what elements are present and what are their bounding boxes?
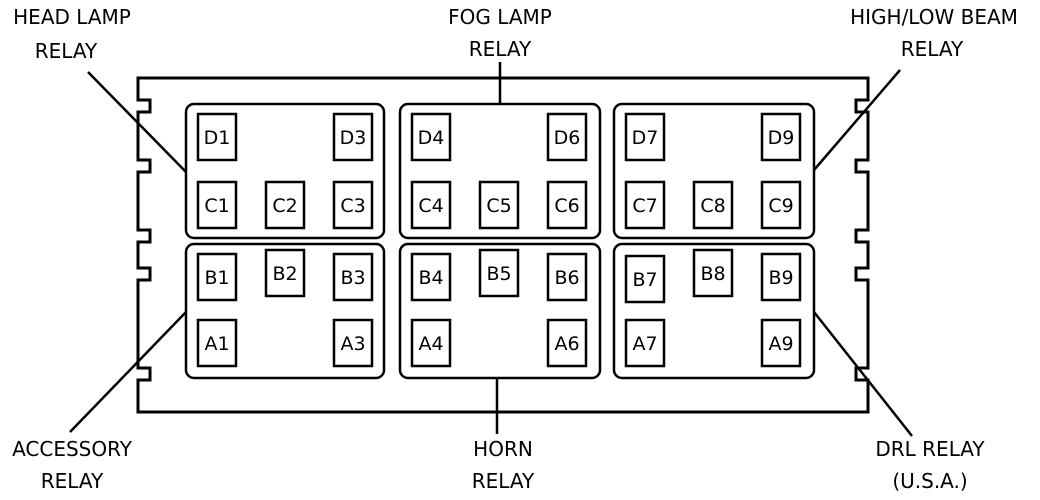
high-low-beam-relay-label-line1: HIGH/LOW BEAM — [850, 5, 1018, 29]
horn-relay-socket — [398, 242, 602, 380]
high-low-beam-relay-socket — [612, 102, 816, 240]
terminal-b4: B4 — [418, 267, 443, 289]
terminal-a7: A7 — [632, 333, 657, 355]
terminal-b2: B2 — [272, 263, 297, 285]
terminal-a6: A6 — [554, 333, 579, 355]
terminal-a3: A3 — [340, 333, 365, 355]
terminal-b8: B8 — [700, 263, 725, 285]
head-lamp-leader-line — [87, 71, 187, 173]
terminal-d4: D4 — [418, 127, 445, 149]
drl-relay-label-line2: (U.S.A.) — [892, 469, 967, 493]
terminal-c1: C1 — [204, 195, 229, 217]
terminal-d6: D6 — [554, 127, 581, 149]
terminal-c3: C3 — [340, 195, 365, 217]
terminal-b1: B1 — [204, 267, 229, 289]
terminal-d3: D3 — [340, 127, 367, 149]
accessory-leader-line — [69, 311, 187, 433]
terminal-b5: B5 — [486, 263, 511, 285]
terminal-c6: C6 — [554, 195, 579, 217]
terminal-c9: C9 — [768, 195, 793, 217]
drl-relay-label-line1: DRL RELAY — [875, 437, 985, 461]
head-lamp-relay-label-line1: HEAD LAMP — [13, 5, 131, 29]
terminal-row-a: A1 A3 A4 A6 A7 A9 — [196, 318, 802, 368]
terminal-d7: D7 — [632, 127, 659, 149]
terminal-c2: C2 — [272, 195, 297, 217]
terminal-a1: A1 — [204, 333, 229, 355]
terminal-a4: A4 — [418, 333, 443, 355]
terminal-b6: B6 — [554, 267, 579, 289]
terminal-row-b: B1 B2 B3 B4 B5 B6 B7 B8 B9 — [196, 248, 802, 304]
terminal-d9: D9 — [768, 127, 795, 149]
fog-lamp-relay-label-line2: RELAY — [469, 37, 532, 61]
terminal-b3: B3 — [340, 267, 365, 289]
relay-housing — [136, 76, 870, 414]
terminal-b9: B9 — [768, 267, 793, 289]
terminal-a9: A9 — [768, 333, 793, 355]
terminal-c5: C5 — [486, 195, 511, 217]
terminal-d1: D1 — [204, 127, 231, 149]
fog-lamp-relay-socket — [398, 102, 602, 240]
terminal-row-c: C1 C2 C3 C4 C5 C6 C7 C8 C9 — [196, 180, 802, 230]
high-low-beam-leader-line — [813, 69, 901, 171]
head-lamp-relay-label-line2: RELAY — [35, 39, 98, 63]
terminal-c8: C8 — [700, 195, 725, 217]
drl-leader-line — [813, 311, 913, 437]
terminal-row-d: D1 D3 D4 D6 D7 D9 — [196, 112, 802, 162]
horn-relay-label-line2: RELAY — [472, 469, 535, 493]
head-lamp-relay-socket — [184, 102, 386, 240]
terminal-c7: C7 — [632, 195, 657, 217]
terminal-b7: B7 — [632, 269, 657, 291]
accessory-relay-socket — [184, 242, 386, 380]
fog-lamp-relay-label-line1: FOG LAMP — [448, 5, 552, 29]
horn-relay-label-line1: HORN — [473, 437, 533, 461]
accessory-relay-label-line1: ACCESSORY — [12, 437, 133, 461]
accessory-relay-label-line2: RELAY — [41, 469, 104, 493]
terminal-c4: C4 — [418, 195, 443, 217]
high-low-beam-relay-label-line2: RELAY — [901, 37, 964, 61]
drl-relay-socket — [612, 242, 816, 380]
